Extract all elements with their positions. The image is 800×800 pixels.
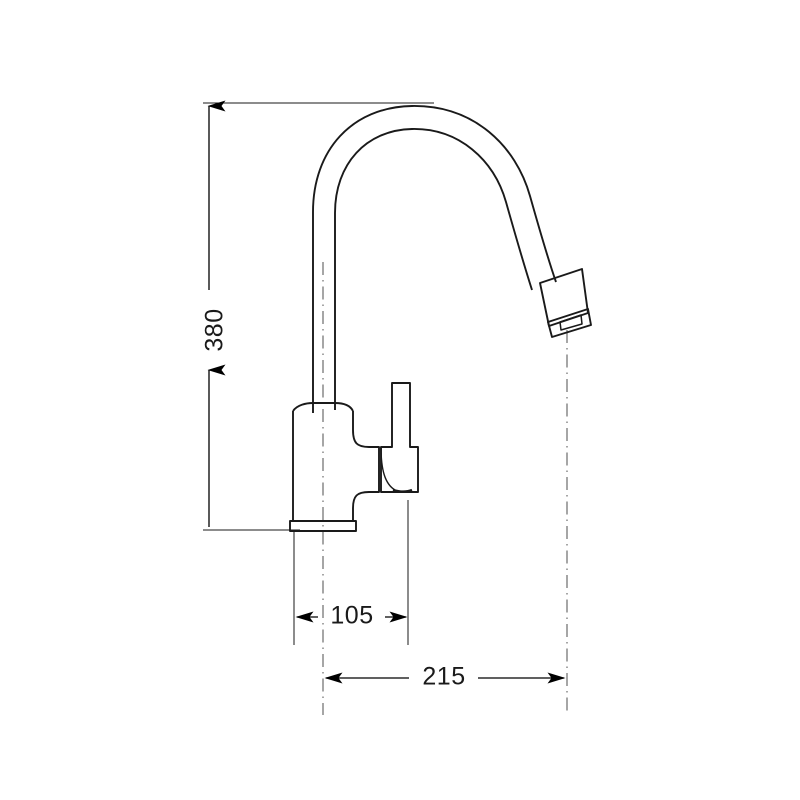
dimension-offset-label: 105: [330, 602, 373, 630]
extension-lines-group: [203, 102, 434, 645]
valve-body-right-profile: [352, 411, 380, 521]
dimension-reach-label: 215: [422, 663, 465, 691]
dimension-height-380: 380: [201, 100, 229, 527]
lever-handle: [380, 382, 419, 493]
spout-outer-wall: [312, 105, 557, 413]
spout-inner-wall: [334, 128, 533, 410]
handle-base-seat: [392, 488, 413, 493]
spray-head-collar: [547, 308, 592, 338]
handle-hub-fillet: [380, 446, 396, 491]
dimension-reach-215: 215: [324, 663, 566, 691]
dimension-offset-105: 105: [295, 602, 408, 630]
base-flange: [289, 520, 357, 532]
valve-body-top-cap: [292, 402, 354, 412]
centerlines-group: [322, 262, 568, 715]
spray-head-aerator: [559, 314, 583, 331]
faucet-outline-group: [289, 105, 592, 532]
dimension-height-label: 380: [201, 308, 229, 351]
